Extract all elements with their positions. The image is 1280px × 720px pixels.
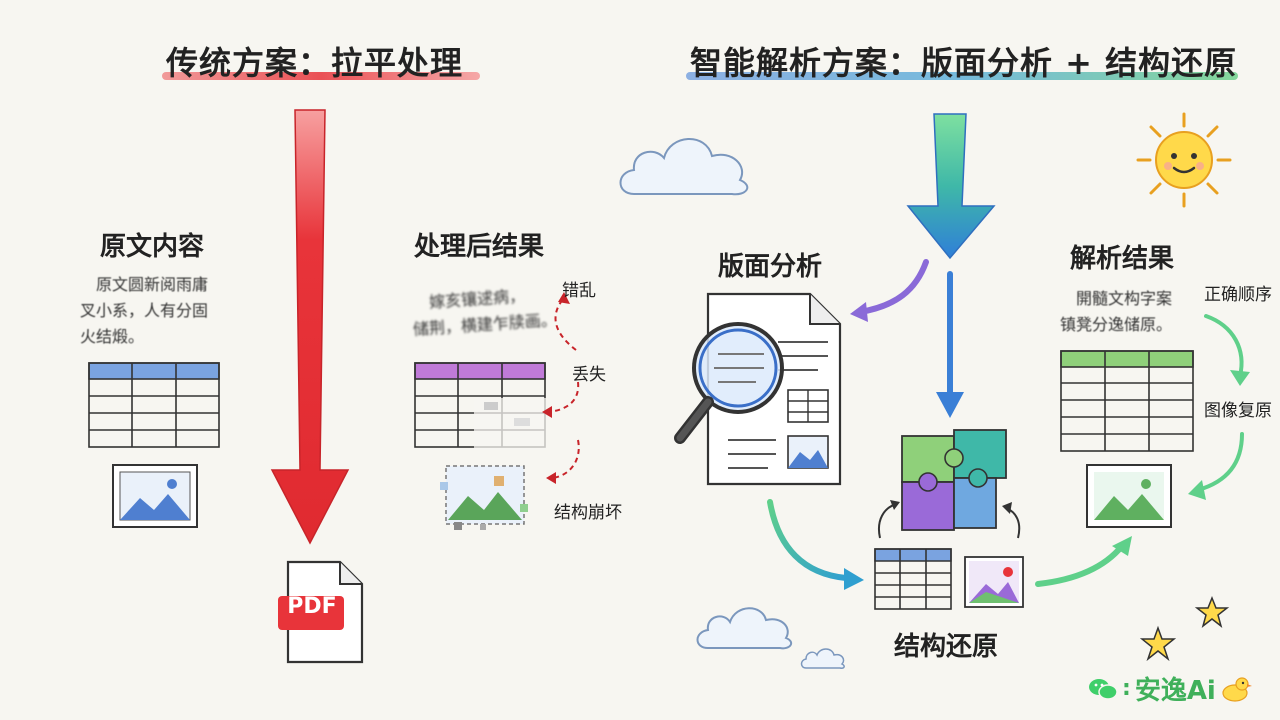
wechat-icon (1089, 678, 1118, 700)
brand-name: 安逸Ai (1134, 676, 1216, 706)
result-text-block: 開髓文构字案 镇凳分逸储原。 (1060, 286, 1172, 338)
annotation-disorder: 错乱 (562, 281, 596, 301)
annotation-correct-order: 正确顺序 (1204, 285, 1272, 305)
cloud-icon (800, 648, 845, 669)
pdf-document-icon (278, 560, 364, 664)
analyzed-document-icon (674, 292, 842, 486)
brand-separator: : (1122, 676, 1131, 701)
processed-image-icon (440, 465, 528, 530)
gradient-down-arrow (906, 113, 996, 260)
result-text-line: 镇凳分逸储原。 (1060, 315, 1173, 334)
right-title: 智能解析方案：版面分析 + 结构还原 (690, 44, 1238, 82)
result-table-icon (1060, 350, 1194, 452)
annotation-structure-broken: 结构崩坏 (554, 503, 622, 523)
processed-result-label: 处理后结果 (414, 232, 545, 262)
processed-table-icon (414, 362, 546, 450)
teal-curved-arrow (767, 499, 864, 590)
star-icon (1194, 595, 1230, 628)
cloud-icon (619, 138, 749, 196)
sun-icon (1136, 112, 1232, 208)
duck-icon (1222, 676, 1252, 702)
layout-analysis-label: 版面分析 (718, 252, 823, 282)
annotation-image-restore: 图像复原 (1204, 401, 1272, 421)
right-title-underline (686, 72, 1238, 80)
parse-result-label: 解析结果 (1070, 244, 1175, 274)
original-image-icon (112, 464, 198, 528)
green-order-arrows (1188, 314, 1250, 500)
left-title: 传统方案：拉平处理 (166, 44, 464, 82)
original-text-line: 火结煅。 (80, 327, 145, 346)
original-table-icon (88, 362, 220, 448)
left-title-underline (162, 72, 480, 80)
brand-watermark: : 安逸Ai (1088, 670, 1252, 707)
processed-text-block: 嫁亥镶逑病， 储荆，横建乍牍画。 (410, 281, 557, 343)
original-text-line: 原文圆新阅雨庸 (96, 275, 209, 294)
restored-image-icon (964, 556, 1024, 608)
cloud-icon (696, 607, 793, 650)
curved-up-arrows (878, 500, 1021, 539)
restored-table-icon (874, 548, 952, 610)
result-image-icon (1086, 464, 1172, 528)
purple-curved-arrow (850, 259, 929, 322)
result-text-line: 開髓文构字案 (1076, 289, 1173, 308)
blue-down-arrow (936, 271, 964, 418)
red-down-arrow (270, 109, 350, 545)
star-icon (1139, 625, 1177, 662)
puzzle-icon (901, 429, 1007, 531)
original-content-label: 原文内容 (100, 232, 205, 262)
structure-restore-label: 结构还原 (894, 632, 999, 662)
original-text-line: 叉小系，人有分固 (80, 301, 209, 320)
original-text-block: 原文圆新阅雨庸 叉小系，人有分固 火结煅。 (80, 272, 208, 350)
annotation-lost: 丢失 (572, 365, 606, 385)
green-curved-arrow (1035, 536, 1132, 587)
pdf-label: PDF (287, 594, 337, 619)
error-arrows (542, 292, 580, 484)
